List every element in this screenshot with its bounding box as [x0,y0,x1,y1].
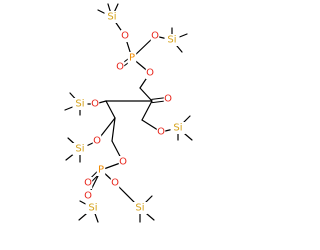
atom-label-si: Si [173,123,182,134]
atom-label-o: O [164,94,172,105]
atom-label-background [118,156,128,168]
atom-label-o: O [116,62,124,73]
atom-label-background [170,122,186,134]
atom-label-background [96,164,106,176]
single-bond [141,100,153,121]
atom-label-background [83,177,93,189]
atom-label-si: Si [167,35,176,46]
atom-label-o: O [84,178,92,189]
single-bond [139,87,153,102]
atom-label-background [104,11,120,23]
single-bond [105,100,116,119]
atom-label-background [85,202,101,214]
atom-label-si: Si [135,203,144,214]
atom-label-background [72,143,88,155]
atom-label-background [72,98,88,110]
atom-label-o: O [151,31,159,42]
atom-label-background [164,34,180,46]
atom-label-o: O [84,191,92,202]
atom-label-si: Si [75,99,84,110]
atom-label-background [83,190,93,202]
atom-label-background [120,30,130,42]
atom-label-o: O [119,157,127,168]
atom-label-background [90,98,100,110]
atom-label-o: O [93,136,101,147]
atom-label-background [163,93,173,105]
atom-label-background [156,126,166,138]
atom-label-o: O [111,178,119,189]
atom-label-background [145,67,155,79]
atom-label-o: O [91,99,99,110]
atom-label-o: O [121,31,129,42]
atom-label-p: P [98,165,104,176]
atom-label-p: P [129,53,135,64]
single-bond [111,117,116,142]
atom-label-si: Si [75,144,84,155]
atom-label-si: Si [107,12,116,23]
atom-label-background [127,52,137,64]
atom-label-o: O [157,127,165,138]
atom-label-si: Si [88,203,97,214]
atom-label-background [132,202,148,214]
atom-label-o: O [146,68,154,79]
atom-label-background [92,135,102,147]
atom-label-background [110,177,120,189]
atom-label-background [150,30,160,42]
atom-label-background [115,61,125,73]
